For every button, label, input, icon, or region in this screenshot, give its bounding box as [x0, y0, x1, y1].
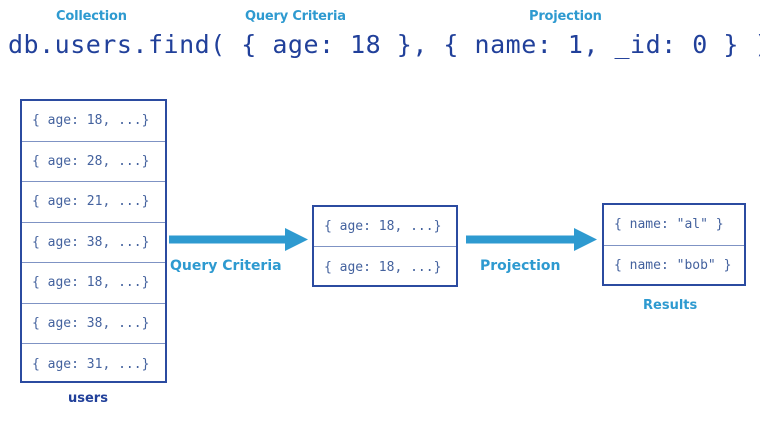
document-group-matched: { age: 18, ...} { age: 18, ...} — [312, 205, 458, 287]
document-row: { age: 38, ...} — [22, 223, 165, 263]
document-row: { name: "bob" } — [614, 258, 732, 274]
arrow-label-projection: Projection — [480, 258, 561, 274]
document-group-results: { name: "al" } { name: "bob" } — [602, 203, 746, 286]
document-row: { age: 18, ...} — [22, 263, 165, 304]
caption-results: Results — [643, 298, 698, 313]
document-row: { age: 31, ...} — [32, 356, 150, 372]
document-row: { age: 18, ...} — [22, 101, 165, 142]
annotation-label-query-criteria: Query Criteria — [245, 9, 346, 24]
document-group-users: { age: 18, ...} { age: 28, ...} { age: 2… — [20, 99, 167, 383]
arrow-right-icon — [466, 228, 597, 251]
mongodb-query-statement: db.users.find( { age: 18 }, { name: 1, _… — [8, 30, 760, 59]
arrow-label-query-criteria: Query Criteria — [170, 258, 282, 274]
document-row: { age: 21, ...} — [22, 182, 165, 223]
annotation-label-projection: Projection — [529, 9, 602, 24]
document-row: { age: 18, ...} — [324, 259, 442, 275]
arrow-query-criteria — [169, 226, 309, 259]
document-row: { age: 18, ...} — [314, 207, 456, 247]
annotation-label-collection: Collection — [56, 9, 127, 24]
arrow-right-icon — [169, 228, 308, 251]
document-row: { name: "al" } — [604, 205, 744, 246]
caption-users: users — [68, 391, 108, 406]
document-row: { age: 28, ...} — [22, 142, 165, 182]
document-row: { age: 38, ...} — [22, 304, 165, 344]
arrow-projection — [466, 226, 598, 259]
